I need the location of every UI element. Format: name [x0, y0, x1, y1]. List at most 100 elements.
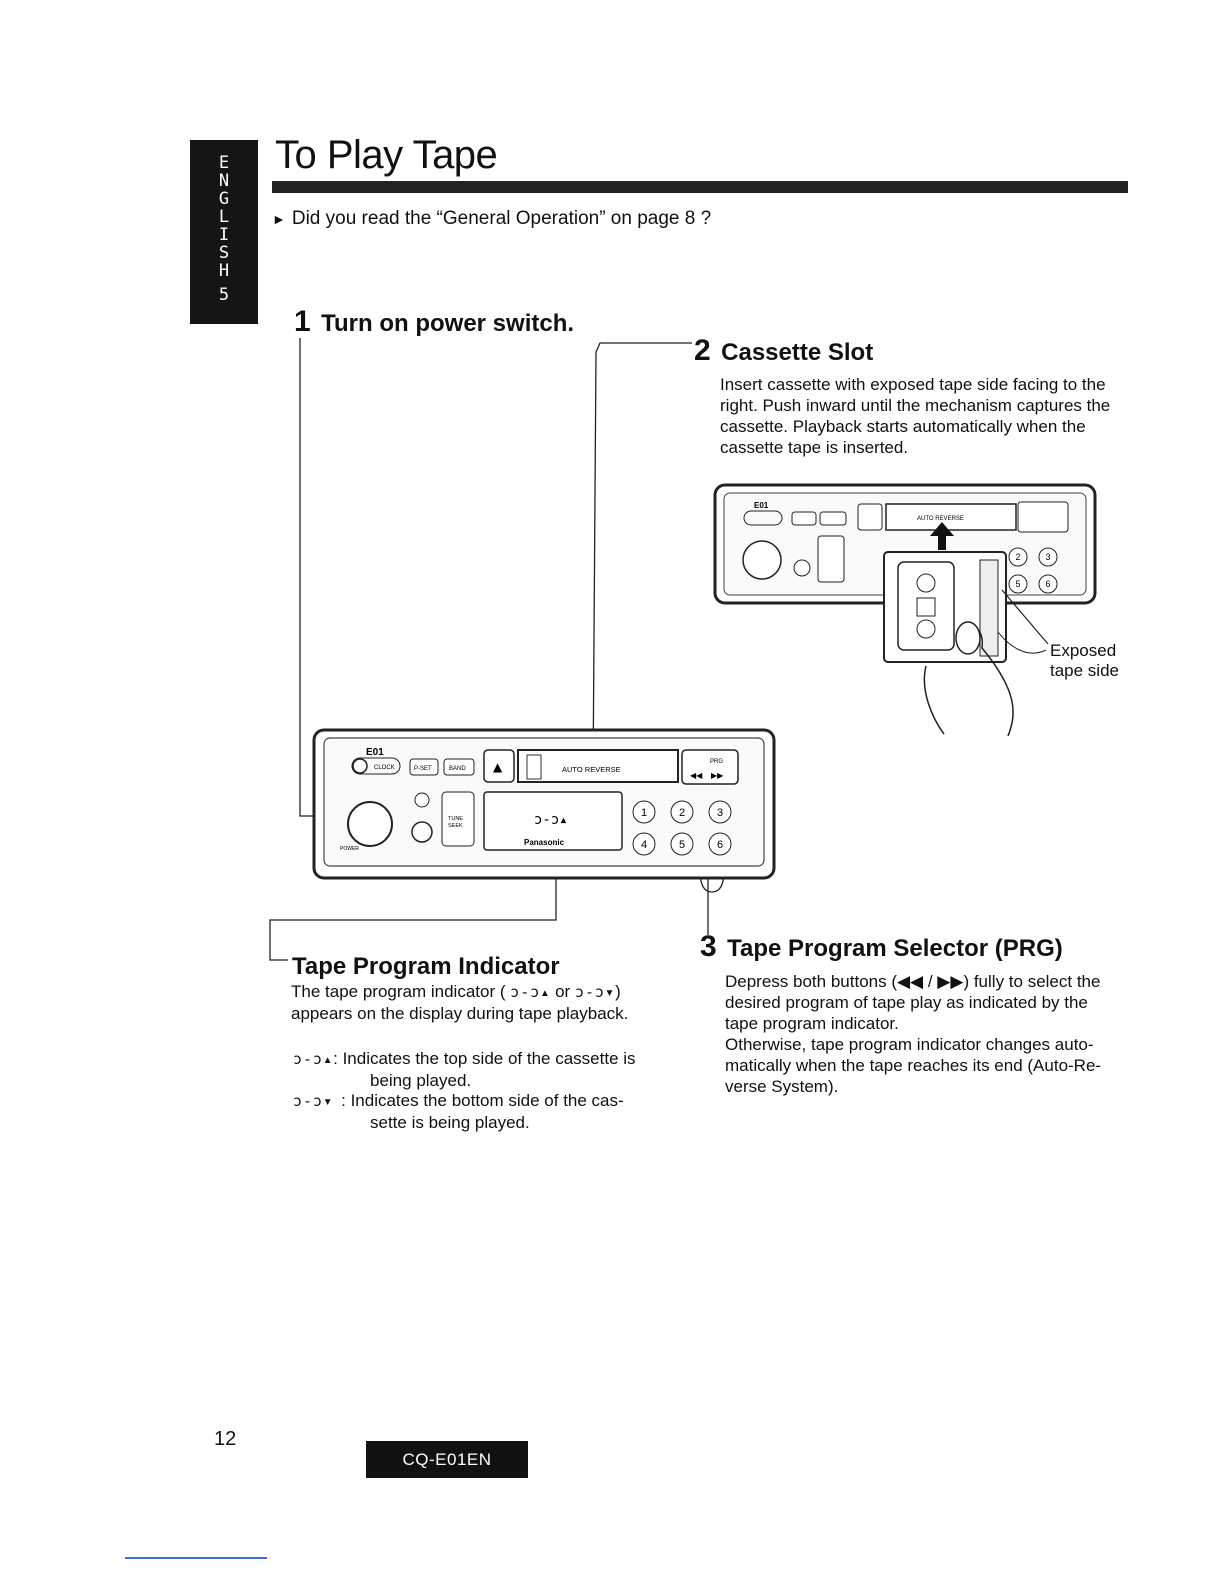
text-line: being played.	[370, 1071, 472, 1090]
lang-letter: N	[218, 171, 230, 191]
tune-seek-rocker	[817, 535, 845, 583]
display-panel	[483, 791, 623, 851]
mono-st-button[interactable]	[414, 792, 430, 808]
eject-button[interactable]	[483, 749, 515, 783]
tape-reel	[916, 573, 936, 593]
text-line: desired program of tape play as indicate…	[725, 993, 1088, 1012]
lang-letter: G	[218, 189, 230, 209]
step1-title: Turn on power switch.	[321, 310, 575, 337]
display-indicator: ɔ-ɔ▴	[534, 812, 568, 828]
leader-curve	[699, 869, 725, 893]
indicator-symbol-up: ɔ-ɔ▴	[293, 1050, 334, 1068]
model-code-box: CQ-E01EN	[366, 1441, 528, 1478]
lang-letter: L	[218, 207, 230, 227]
page-title: To Play Tape	[275, 133, 498, 177]
indicator-title: Tape Program Indicator	[292, 953, 560, 980]
step3-heading: 3 Tape Program Selector (PRG)	[700, 930, 1063, 964]
text-line: tape side	[1050, 661, 1119, 680]
text-line: matically when the tape reaches its end …	[725, 1056, 1102, 1075]
radio-unit-main: E01 CLOCK P-SET BAND ▲ AUTO REVERSE PRG …	[312, 728, 776, 880]
preset-5-button	[1008, 574, 1028, 594]
preset-6-button	[1038, 574, 1058, 594]
text-line: Exposed	[1050, 641, 1117, 660]
lang-letter: I	[218, 225, 230, 245]
step2-text: Insert cassette with exposed tape side f…	[720, 374, 1128, 458]
preset-3-label: 3	[1045, 552, 1050, 562]
lang-letter: E	[218, 153, 230, 173]
leader-line-slot	[592, 342, 692, 781]
preset-4-button[interactable]	[632, 832, 656, 856]
prg-buttons	[1017, 501, 1069, 533]
band-button	[819, 511, 847, 526]
text-fragment: or	[555, 982, 571, 1001]
preset-6-button[interactable]	[708, 832, 732, 856]
lang-letter: H	[218, 261, 230, 281]
preset-2-button[interactable]	[670, 800, 694, 824]
title-rule	[272, 181, 1128, 193]
thumb-drawing	[955, 621, 981, 655]
indicator-text: The tape program indicator ( ɔ-ɔ▴ or ɔ-ɔ…	[291, 981, 691, 1024]
text-line: cassette. Playback starts automatically …	[720, 417, 1086, 436]
lang-number: 5	[218, 285, 230, 305]
eject-icon: ▲	[493, 760, 503, 774]
power-label: POWER	[340, 846, 359, 852]
step2-number: 2	[694, 334, 711, 367]
page-number: 12	[214, 1428, 237, 1450]
preset-4-label: 4	[641, 839, 647, 851]
tone-knob	[793, 559, 811, 577]
preset-2-label: 2	[1015, 552, 1020, 562]
preset-1-button[interactable]	[632, 800, 656, 824]
text-line: right. Push inward until the mechanism c…	[720, 396, 1111, 415]
text-line: Otherwise, tape program indicator change…	[725, 1035, 1094, 1054]
auto-reverse-label: AUTO REVERSE	[917, 516, 964, 522]
text-fragment: The tape program indicator (	[291, 982, 506, 1001]
intro-note: ►Did you read the “General Operation” on…	[272, 208, 711, 230]
language-tab: E N G L I S H 5	[190, 140, 258, 324]
text-line: Insert cassette with exposed tape side f…	[720, 375, 1106, 394]
preset-5-label: 5	[679, 839, 685, 851]
clock-button	[743, 510, 783, 526]
text-line: appears on the display during tape playb…	[291, 1004, 629, 1023]
pset-label: P-SET	[414, 766, 432, 772]
exposed-leader-line	[1001, 589, 1049, 645]
model-label: E01	[754, 501, 769, 510]
forward-icon: ▶▶	[711, 771, 724, 780]
indicator-symbol-up: ɔ-ɔ▴	[510, 983, 551, 1001]
preset-5-label: 5	[1015, 579, 1020, 589]
preset-3-button[interactable]	[708, 800, 732, 824]
step2-title: Cassette Slot	[721, 339, 874, 366]
insert-arrow-icon	[930, 522, 954, 550]
footer-blue-line	[125, 1557, 267, 1559]
prg-buttons[interactable]	[681, 749, 739, 785]
eject-button	[857, 503, 883, 531]
band-button[interactable]	[443, 758, 475, 776]
model-label: E01	[366, 747, 384, 758]
step3-number: 3	[700, 930, 717, 963]
preset-6-label: 6	[717, 839, 723, 851]
text-line: verse System).	[725, 1077, 839, 1096]
cassette-insertion-illustration: E01 AUTO REVERSE 2 3 5 6	[713, 483, 1097, 737]
text-line: The tape program indicator ( ɔ-ɔ▴ or ɔ-ɔ…	[291, 981, 691, 1003]
clock-button[interactable]	[351, 757, 401, 775]
pset-button	[791, 511, 817, 526]
text-fragment: : Indicates the top side of the cassette…	[333, 1049, 636, 1068]
step3-title: Tape Program Selector (PRG)	[727, 935, 1063, 962]
cassette-slot	[885, 503, 1017, 531]
step2-heading: 2 Cassette Slot	[694, 334, 873, 368]
tape-center-window	[916, 597, 936, 617]
text-fragment: : Indicates the bottom side of the cas-	[341, 1091, 624, 1110]
leader-line-indicator	[269, 855, 557, 961]
intro-text: Did you read the “General Operation” on …	[291, 208, 712, 229]
seek-label: SEEK	[448, 823, 463, 829]
tune-seek-rocker[interactable]	[441, 791, 475, 847]
preset-5-button[interactable]	[670, 832, 694, 856]
preset-3-button	[1038, 547, 1058, 567]
cassette-slot[interactable]	[517, 749, 679, 783]
tone-knob[interactable]	[411, 821, 433, 843]
hand-detail	[997, 631, 1047, 654]
volume-knob[interactable]	[347, 801, 393, 847]
pset-button[interactable]	[409, 758, 439, 776]
preset-2-button	[1008, 547, 1028, 567]
volume-knob	[742, 540, 782, 580]
prg-label: PRG	[710, 759, 723, 765]
